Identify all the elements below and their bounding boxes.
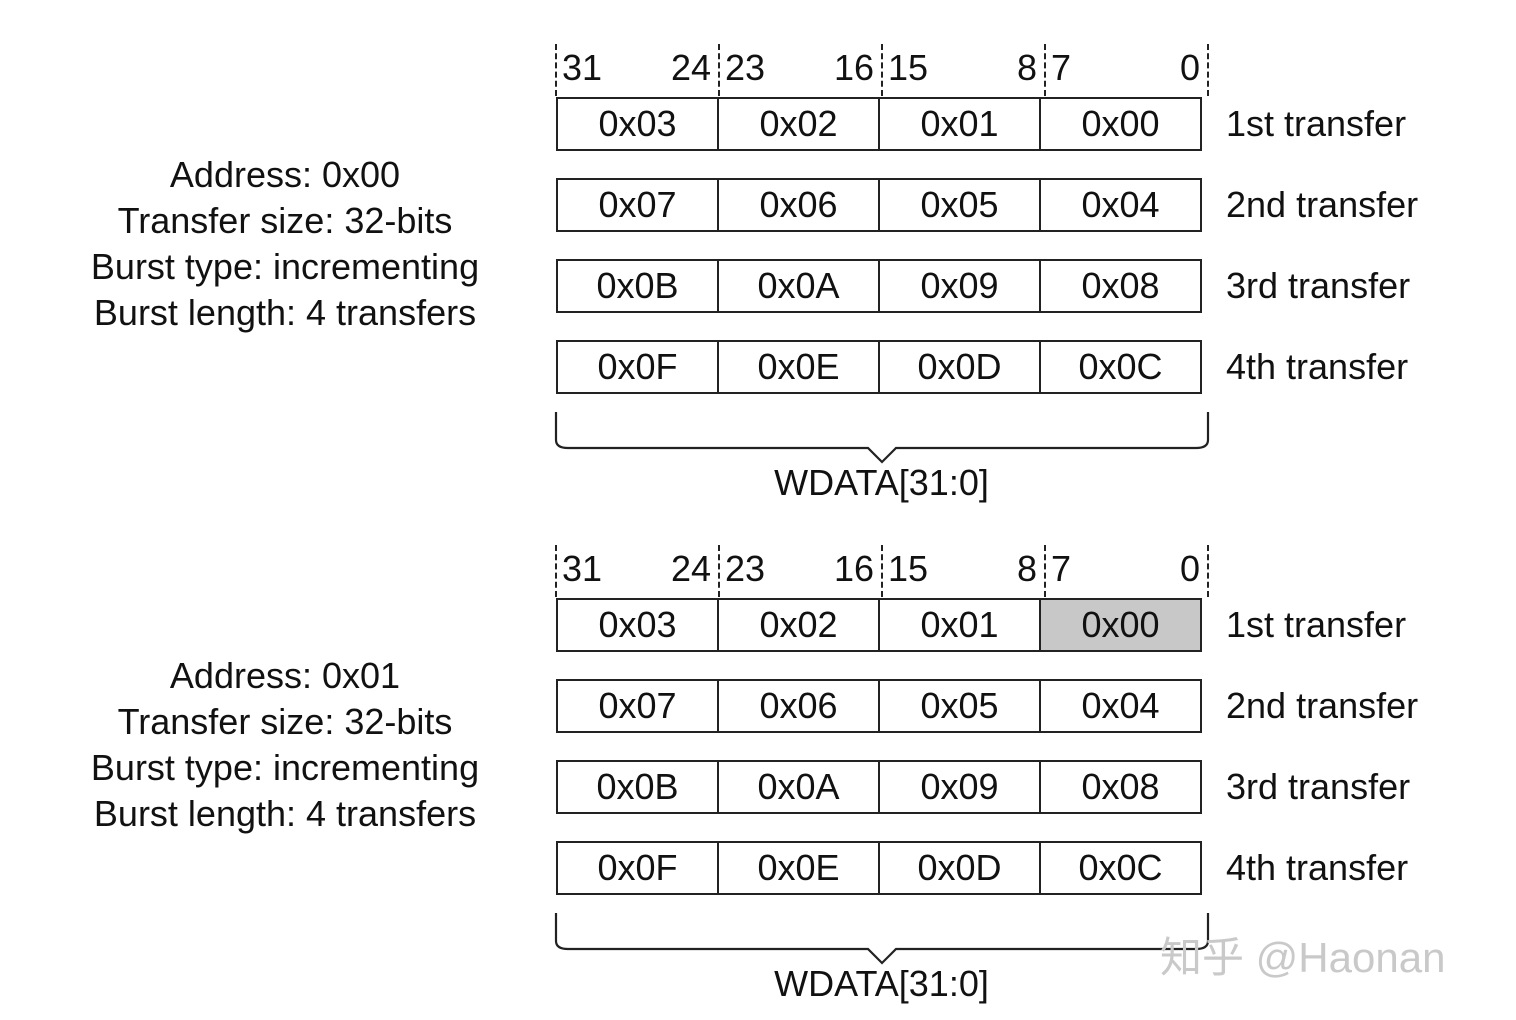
- transfer-label: 2nd transfer: [1226, 184, 1419, 225]
- byte-3-cell: 0x03: [556, 97, 719, 151]
- burst-length-text: Burst length: 4 transfers: [93, 292, 477, 333]
- transfer-label: 3rd transfer: [1226, 265, 1411, 306]
- byte-0-cell: 0x0C: [1039, 340, 1202, 394]
- bit-boundary-line: [1044, 545, 1046, 597]
- byte-1-cell: 0x09: [878, 259, 1041, 313]
- bit-boundary-line: [881, 44, 883, 96]
- byte-2-cell: 0x02: [717, 598, 880, 652]
- burst-description: Address: 0x01 Transfer size: 32-bits Bur…: [40, 653, 530, 837]
- burst-type-text: Burst type: incrementing: [90, 747, 480, 788]
- bit-label-low: 24: [670, 47, 711, 88]
- byte-2-cell: 0x0E: [717, 841, 880, 895]
- bus-brace: [554, 913, 1210, 965]
- transfer-label: 3rd transfer: [1226, 766, 1411, 807]
- bit-label-low: 0: [1179, 548, 1200, 589]
- byte-3-cell: 0x0F: [556, 340, 719, 394]
- bit-boundary-line: [1207, 545, 1209, 597]
- bit-boundary-line: [881, 545, 883, 597]
- transfer-label: 4th transfer: [1226, 847, 1409, 888]
- byte-1-cell: 0x05: [878, 679, 1041, 733]
- bit-label-high: 7: [1051, 47, 1072, 88]
- bus-label: WDATA[31:0]: [774, 963, 989, 1004]
- bus-label: WDATA[31:0]: [774, 462, 989, 503]
- bit-label-high: 31: [562, 47, 603, 88]
- bit-boundary-line: [555, 44, 557, 96]
- bit-boundary-line: [1207, 44, 1209, 96]
- bit-label-low: 8: [1016, 548, 1037, 589]
- bit-label-low: 24: [670, 548, 711, 589]
- bit-label-high: 23: [725, 548, 766, 589]
- bus-brace: [554, 412, 1210, 464]
- byte-2-cell: 0x0A: [717, 259, 880, 313]
- byte-2-cell: 0x0A: [717, 760, 880, 814]
- bit-label-low: 16: [833, 548, 874, 589]
- byte-0-cell: 0x0C: [1039, 841, 1202, 895]
- byte-3-cell: 0x0B: [556, 760, 719, 814]
- byte-3-cell: 0x03: [556, 598, 719, 652]
- byte-0-cell: 0x04: [1039, 178, 1202, 232]
- byte-1-cell: 0x01: [878, 598, 1041, 652]
- bit-label-high: 7: [1051, 548, 1072, 589]
- burst-description: Address: 0x00 Transfer size: 32-bits Bur…: [40, 152, 530, 336]
- watermark-text: 知乎 @Haonan: [1160, 934, 1446, 981]
- address-text: Address: 0x00: [169, 154, 401, 195]
- byte-3-cell: 0x0F: [556, 841, 719, 895]
- transfer-label: 1st transfer: [1226, 103, 1407, 144]
- byte-3-cell: 0x0B: [556, 259, 719, 313]
- bit-label-low: 16: [833, 47, 874, 88]
- bit-label-high: 15: [888, 47, 929, 88]
- byte-2-cell: 0x06: [717, 178, 880, 232]
- bit-boundary-line: [718, 545, 720, 597]
- byte-1-cell: 0x0D: [878, 340, 1041, 394]
- byte-3-cell: 0x07: [556, 679, 719, 733]
- byte-1-cell: 0x01: [878, 97, 1041, 151]
- bit-boundary-line: [555, 545, 557, 597]
- byte-1-cell: 0x05: [878, 178, 1041, 232]
- byte-0-cell: 0x08: [1039, 760, 1202, 814]
- bit-label-high: 23: [725, 47, 766, 88]
- diagram-address-0x00: Address: 0x00 Transfer size: 32-bits Bur…: [0, 0, 1516, 503]
- bit-label-high: 15: [888, 548, 929, 589]
- byte-0-cell: 0x08: [1039, 259, 1202, 313]
- transfer-label: 2nd transfer: [1226, 685, 1419, 726]
- bit-boundary-line: [1044, 44, 1046, 96]
- byte-2-cell: 0x06: [717, 679, 880, 733]
- bit-label-high: 31: [562, 548, 603, 589]
- byte-1-cell: 0x0D: [878, 841, 1041, 895]
- burst-length-text: Burst length: 4 transfers: [93, 793, 477, 834]
- byte-0-cell: 0x00: [1039, 97, 1202, 151]
- transfer-label: 4th transfer: [1226, 346, 1409, 387]
- byte-2-cell: 0x0E: [717, 340, 880, 394]
- bit-label-low: 0: [1179, 47, 1200, 88]
- byte-2-cell: 0x02: [717, 97, 880, 151]
- diagram-address-0x01: Address: 0x01 Transfer size: 32-bits Bur…: [0, 501, 1516, 1004]
- byte-1-cell: 0x09: [878, 760, 1041, 814]
- byte-0-cell: 0x04: [1039, 679, 1202, 733]
- burst-type-text: Burst type: incrementing: [90, 246, 480, 287]
- bit-label-low: 8: [1016, 47, 1037, 88]
- byte-3-cell: 0x07: [556, 178, 719, 232]
- transfer-size-text: Transfer size: 32-bits: [117, 701, 453, 742]
- bit-boundary-line: [718, 44, 720, 96]
- byte-0-cell: 0x00: [1039, 598, 1202, 652]
- transfer-size-text: Transfer size: 32-bits: [117, 200, 453, 241]
- transfer-label: 1st transfer: [1226, 604, 1407, 645]
- address-text: Address: 0x01: [169, 655, 401, 696]
